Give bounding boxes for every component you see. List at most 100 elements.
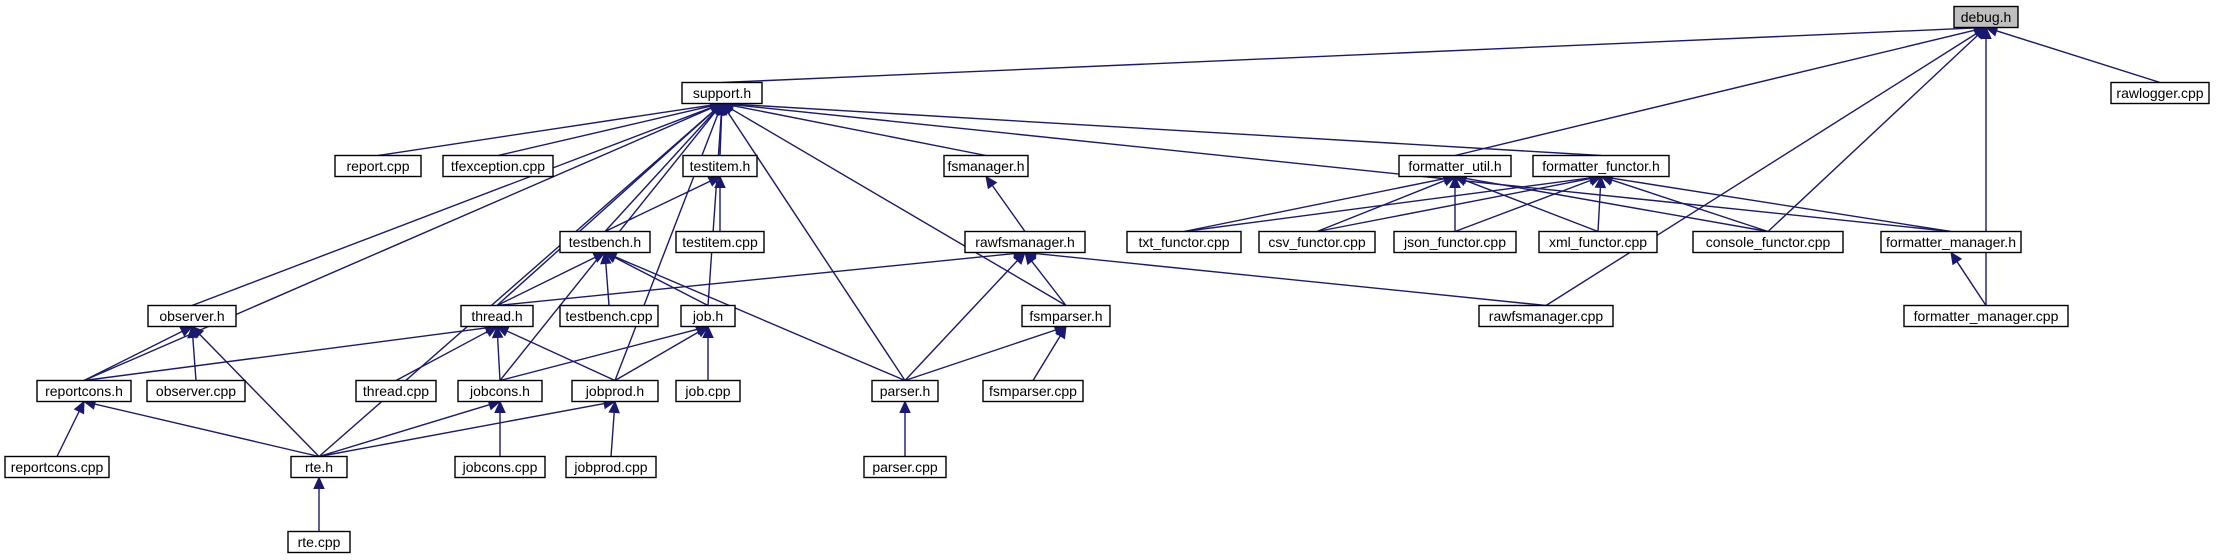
node-support-h[interactable]: support.h <box>681 81 763 105</box>
edge-jobcons_h-to-thread_h <box>491 325 504 381</box>
node-label: json_functor.cpp <box>1403 234 1506 250</box>
node-formatter-util-h[interactable]: formatter_util.h <box>1398 154 1512 178</box>
edge-rte_h-to-reportcons_h <box>82 398 320 458</box>
edge-parser_h-to-rawfsmanager_h <box>904 251 1026 381</box>
node-testbench-cpp[interactable]: testbench.cpp <box>559 304 659 328</box>
node-rawlogger-cpp[interactable]: rawlogger.cpp <box>2110 81 2210 105</box>
node-box <box>559 304 659 328</box>
node-parser-cpp[interactable]: parser.cpp <box>863 455 947 479</box>
edge-line <box>506 330 616 382</box>
node-parser-h[interactable]: parser.h <box>871 379 939 403</box>
node-box <box>1126 230 1242 254</box>
edge-line <box>731 108 1067 307</box>
node-formatter-manager-h[interactable]: formatter_manager.h <box>1880 230 2022 254</box>
node-label: rawfsmanager.cpp <box>1489 308 1604 324</box>
node-label: report.cpp <box>346 158 409 174</box>
node-testitem-cpp[interactable]: testitem.cpp <box>675 230 765 254</box>
node-rte-cpp[interactable]: rte.cpp <box>287 530 351 554</box>
node-box <box>863 455 947 479</box>
node-label: console_functor.cpp <box>1706 234 1831 250</box>
node-label: txt_functor.cpp <box>1138 234 1229 250</box>
node-job-cpp[interactable]: job.cpp <box>675 379 741 403</box>
arrowhead <box>191 325 205 339</box>
node-formatter-functor-h[interactable]: formatter_functor.h <box>1532 154 1670 178</box>
node-box <box>571 379 659 403</box>
node-fsmparser-cpp[interactable]: fsmparser.cpp <box>982 379 1084 403</box>
edge-line <box>605 263 610 306</box>
edge-line <box>1032 335 1061 381</box>
node-rawfsmanager-cpp[interactable]: rawfsmanager.cpp <box>1478 304 1614 328</box>
node-thread-cpp[interactable]: thread.cpp <box>355 379 437 403</box>
edge-line <box>318 402 605 458</box>
edge-line <box>610 412 615 457</box>
edge-line <box>1996 30 2161 84</box>
arrowhead <box>491 325 504 339</box>
edge-txt_functor_cpp-to-formatter_functor_h <box>1183 172 1603 233</box>
node-label: testbench.cpp <box>565 308 652 324</box>
node-tfexception-cpp[interactable]: tfexception.cpp <box>442 154 554 178</box>
node-txt-functor-cpp[interactable]: txt_functor.cpp <box>1126 230 1242 254</box>
node-jobcons-cpp[interactable]: jobcons.cpp <box>454 455 546 479</box>
node-label: rte.cpp <box>298 534 341 550</box>
node-testitem-h[interactable]: testitem.h <box>682 154 758 178</box>
edge-thread_h-to-rawfsmanager_h <box>496 247 1027 307</box>
edge-jobprod_h-to-thread_h <box>495 325 616 382</box>
node-thread-h[interactable]: thread.h <box>460 304 534 328</box>
node-json-functor-cpp[interactable]: json_functor.cpp <box>1393 230 1517 254</box>
edge-parser_h-to-testbench_h <box>603 251 906 382</box>
node-debug-h[interactable]: debug.h <box>1953 5 2019 29</box>
node-box <box>675 230 765 254</box>
edge-console_functor_cpp-to-formatter_functor_h <box>1599 174 1769 233</box>
node-fsmparser-h[interactable]: fsmparser.h <box>1021 304 1111 328</box>
node-label: rawfsmanager.h <box>975 234 1075 250</box>
node-job-h[interactable]: job.h <box>680 304 736 328</box>
edge-line <box>707 114 722 306</box>
node-jobprod-cpp[interactable]: jobprod.cpp <box>565 455 657 479</box>
node-label: parser.cpp <box>872 459 938 475</box>
edge-line <box>1611 177 1952 233</box>
node-jobprod-h[interactable]: jobprod.h <box>571 379 659 403</box>
node-box <box>1393 230 1517 254</box>
arrowhead <box>985 175 998 190</box>
node-console-functor-cpp[interactable]: console_functor.cpp <box>1692 230 1844 254</box>
node-jobcons-h[interactable]: jobcons.h <box>457 379 543 403</box>
arrowhead <box>1973 26 1988 39</box>
node-formatter-manager-cpp[interactable]: formatter_manager.cpp <box>1903 304 2069 328</box>
node-observer-h[interactable]: observer.h <box>147 304 237 328</box>
edge-line <box>904 260 1018 381</box>
node-testbench-h[interactable]: testbench.h <box>559 230 651 254</box>
node-label: rawlogger.cpp <box>2116 85 2203 101</box>
edge-line <box>395 331 488 382</box>
node-reportcons-cpp[interactable]: reportcons.cpp <box>4 455 110 479</box>
edge-line <box>614 256 709 307</box>
node-observer-cpp[interactable]: observer.cpp <box>146 379 246 403</box>
edge-line <box>732 104 987 157</box>
node-box <box>871 379 939 403</box>
node-fsmanager-h[interactable]: fsmanager.h <box>943 154 1029 178</box>
node-box <box>559 230 651 254</box>
node-label: thread.cpp <box>363 383 429 399</box>
node-label: csv_functor.cpp <box>1268 234 1365 250</box>
node-box <box>1538 230 1658 254</box>
edge-line <box>1465 179 1599 233</box>
node-rte-h[interactable]: rte.h <box>290 455 348 479</box>
edge-rawfsmanager_cpp-to-debug_h <box>1545 26 1988 307</box>
node-label: testitem.h <box>690 158 751 174</box>
edge-line <box>497 105 712 157</box>
edge-parser_h-to-fsmparser_h <box>904 324 1068 382</box>
node-csv-functor-cpp[interactable]: csv_functor.cpp <box>1258 230 1376 254</box>
node-box <box>1903 304 2069 328</box>
edge-line <box>614 256 906 382</box>
node-label: formatter_util.h <box>1408 158 1501 174</box>
edge-line <box>496 252 1015 307</box>
node-label: testbench.h <box>569 234 641 250</box>
node-reportcons-h[interactable]: reportcons.h <box>36 379 132 403</box>
edge-jobprod_cpp-to-jobprod_h <box>608 400 620 457</box>
edge-parser_cpp-to-parser_h <box>899 400 911 457</box>
edge-formatter_manager_cpp-to-debug_h <box>1980 26 1992 306</box>
arrowhead <box>1950 251 1963 266</box>
node-rawfsmanager-h[interactable]: rawfsmanager.h <box>964 230 1086 254</box>
edge-fsmparser_h-to-rawfsmanager_h <box>1024 251 1067 306</box>
node-xml-functor-cpp[interactable]: xml_functor.cpp <box>1538 230 1658 254</box>
node-report-cpp[interactable]: report.cpp <box>334 154 422 178</box>
